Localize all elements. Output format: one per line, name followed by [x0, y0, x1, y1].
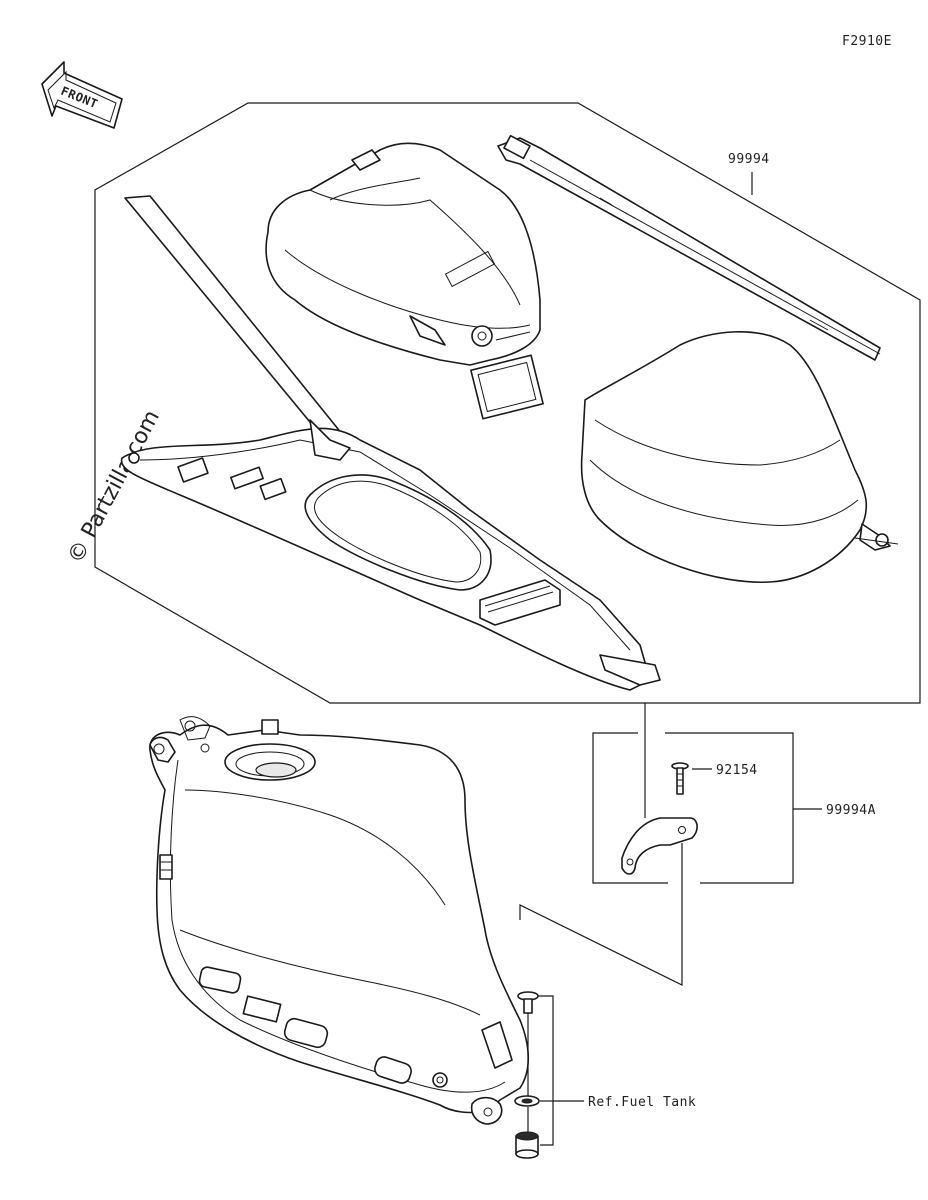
front-direction-arrow: FRONT — [41, 61, 123, 129]
tank-bag — [265, 142, 544, 420]
fuel-tank — [149, 716, 530, 1125]
leader-ref-fuel-tank — [527, 995, 584, 1146]
rain-cover — [580, 331, 899, 584]
screw-92154 — [671, 762, 689, 795]
damper-lower — [515, 1131, 539, 1159]
leader-bracket-to-tank — [519, 843, 683, 986]
callout-99994a: 99994A — [826, 803, 876, 818]
diagram-code: F2910E — [842, 34, 892, 49]
callout-92154: 92154 — [716, 763, 758, 778]
watermark: © Partzilla.com — [63, 406, 165, 568]
callout-ref-fuel-tank: Ref.Fuel Tank — [588, 1095, 696, 1110]
tank-strap — [497, 134, 881, 361]
damper-upper — [514, 1095, 540, 1107]
kit-group-outline — [94, 102, 921, 704]
bracket-kit-box — [592, 732, 794, 884]
tank-bag-base — [120, 195, 661, 691]
collar — [517, 991, 539, 1014]
callout-99994: 99994 — [728, 152, 770, 167]
bracket — [621, 817, 698, 875]
